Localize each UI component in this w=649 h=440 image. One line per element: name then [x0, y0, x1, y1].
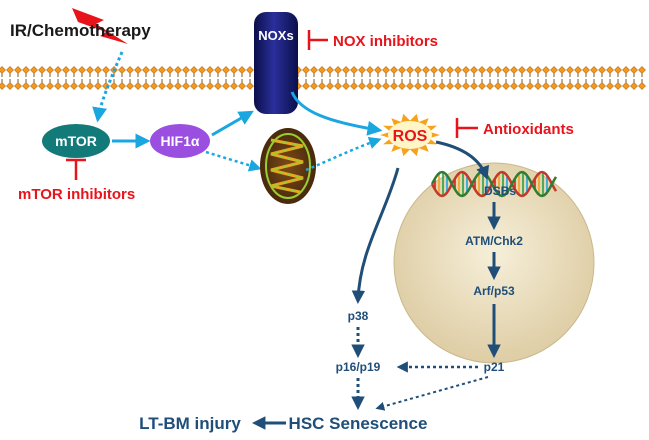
antioxidants-label: Antioxidants [483, 121, 574, 138]
p21-label: p21 [484, 360, 505, 374]
ir-chemotherapy-label: IR/Chemotherapy [10, 21, 151, 40]
nox-label: NOXs [258, 28, 293, 43]
hif-node [150, 124, 210, 158]
lt-bm-injury-label: LT-BM injury [139, 414, 241, 433]
mitochondrion-icon [260, 128, 316, 204]
hif-to-nox-arrow [211, 110, 254, 137]
nox-inhibitors-label: NOX inhibitors [333, 33, 438, 50]
atm-label: ATM/Chk2 [465, 234, 523, 248]
ir-to-mtor-arrow [92, 51, 124, 123]
ros-to-p38-arrow [351, 167, 400, 305]
hsc-senescence-label: HSC Senescence [289, 414, 428, 433]
nox-channel [254, 12, 298, 114]
dsbs-label: DSBs [484, 184, 516, 198]
ros-label: ROS [393, 128, 428, 145]
p21-to-senescence-arrow [375, 376, 489, 411]
ros-burst-icon [380, 113, 440, 157]
dna-helix-icon [430, 170, 558, 198]
mito-to-ros-arrow [305, 136, 382, 172]
hif-to-mito-arrow [205, 150, 262, 172]
hif-label: HIF1α [161, 133, 200, 149]
ros-to-dsbs-arrow [435, 140, 489, 180]
nox-to-ros-arrow [290, 91, 383, 136]
p38-label: p38 [348, 309, 369, 323]
mtor-label: mTOR [55, 133, 97, 149]
cell-membrane [0, 66, 646, 90]
p16-label: p16/p19 [336, 360, 381, 374]
mtor-inhibitors-label: mTOR inhibitors [18, 186, 135, 203]
arf-label: Arf/p53 [473, 284, 515, 298]
mtor-node [42, 124, 110, 158]
lightning-bolt-icon [72, 8, 128, 44]
